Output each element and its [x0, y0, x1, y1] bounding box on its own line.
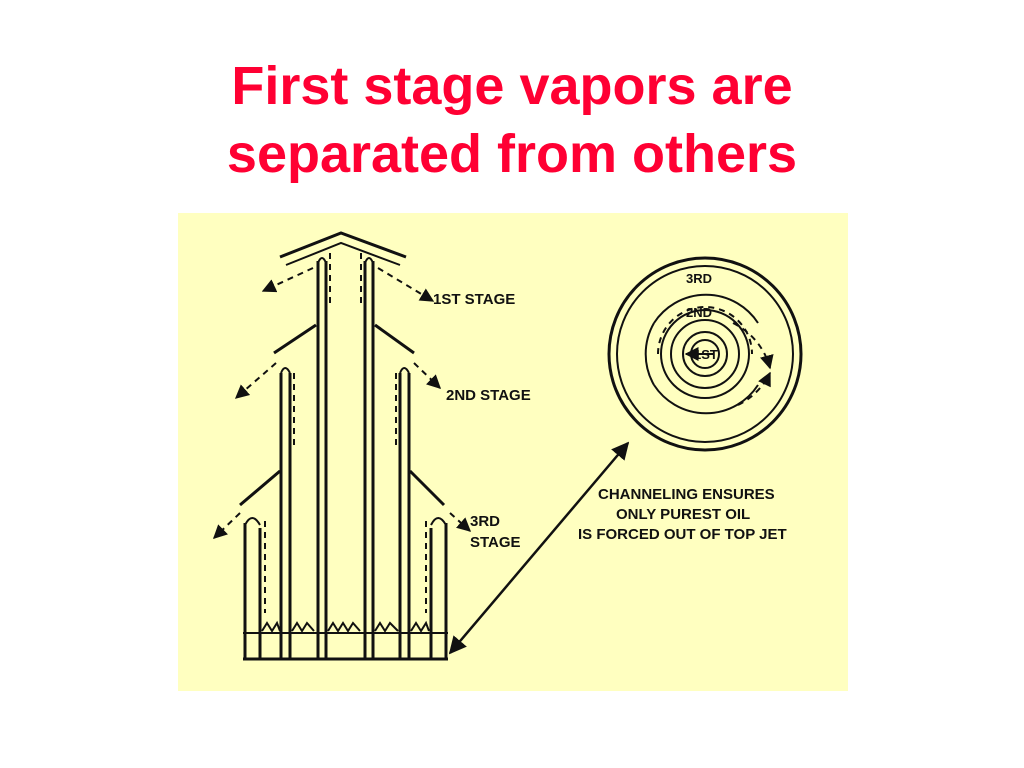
title-line-1: First stage vapors are [231, 56, 793, 116]
circular-jet-section [607, 256, 803, 452]
ring-label-2nd: 2ND [686, 305, 712, 320]
note-line-1: CHANNELING ENSURES [598, 486, 775, 503]
slide-title: First stage vapors are separated from ot… [0, 52, 1024, 188]
label-2nd-stage: 2ND STAGE [446, 387, 531, 404]
label-3rd-stage-line2: STAGE [470, 534, 521, 551]
note-line-3: IS FORCED OUT OF TOP JET [578, 526, 787, 543]
liquid-zigzag [261, 620, 430, 633]
label-3rd-stage-line1: 3RD [470, 513, 500, 530]
ring-label-1st: 1ST [694, 347, 718, 362]
label-1st-stage: 1ST STAGE [433, 291, 515, 308]
pointer-arrow [448, 441, 630, 655]
title-line-2: separated from others [226, 124, 798, 184]
diagram-labels: 1ST STAGE 2ND STAGE 3RD STAGE 3RD 2ND 1S… [433, 271, 787, 551]
jet-diagram: 1ST STAGE 2ND STAGE 3RD STAGE 3RD 2ND 1S… [212, 231, 803, 661]
diagram-panel: 1ST STAGE 2ND STAGE 3RD STAGE 3RD 2ND 1S… [178, 213, 848, 691]
note-line-2: ONLY PUREST OIL [616, 506, 750, 523]
ring-label-3rd: 3RD [686, 271, 712, 286]
jet-stack-drawing [239, 231, 448, 661]
